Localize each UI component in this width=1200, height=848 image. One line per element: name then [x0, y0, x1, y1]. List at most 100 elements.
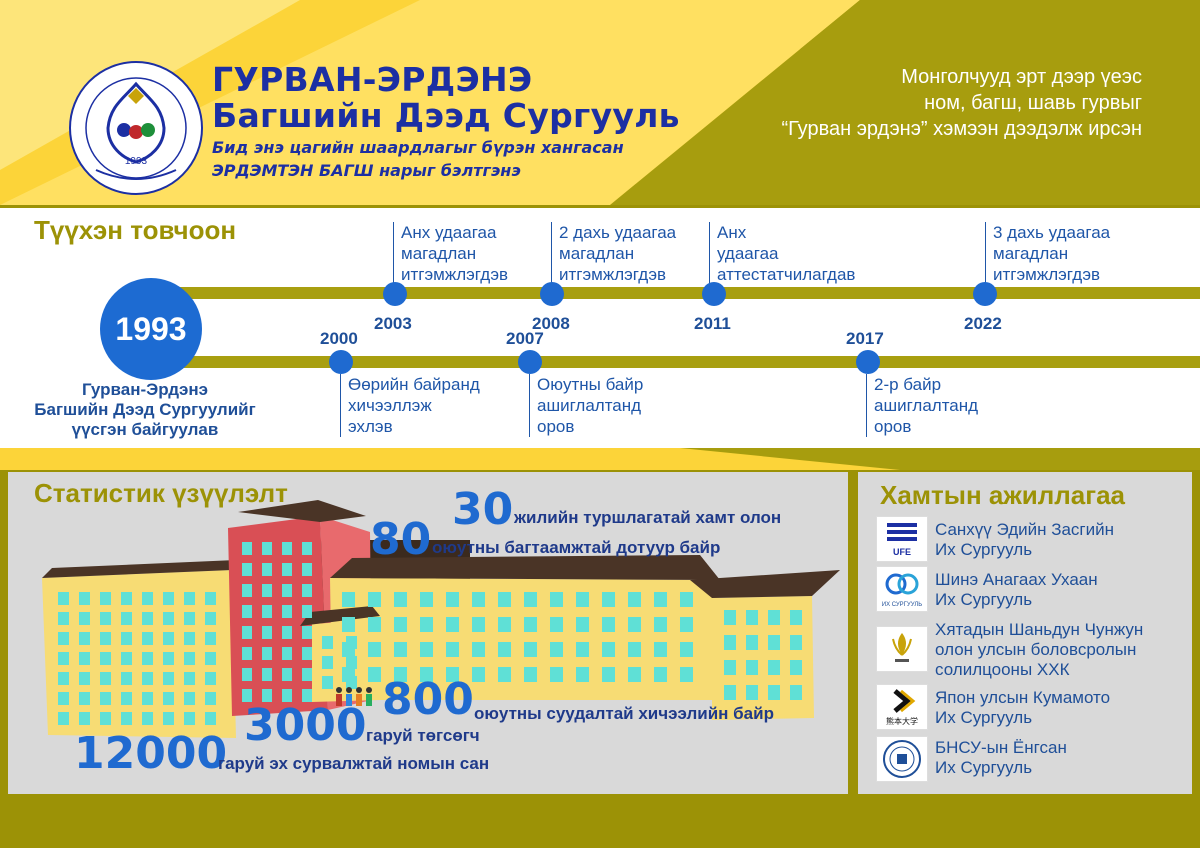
window	[79, 612, 90, 625]
window	[342, 592, 355, 607]
window	[524, 617, 537, 632]
window	[58, 632, 69, 645]
window	[121, 632, 132, 645]
stat-label-800: оюутны суудалтай хичээлийн байр	[474, 704, 774, 723]
window	[100, 592, 111, 605]
window	[262, 626, 272, 639]
window	[302, 542, 312, 555]
window	[768, 610, 780, 625]
window	[262, 584, 272, 597]
window	[184, 692, 195, 705]
window	[205, 652, 216, 665]
window	[472, 592, 485, 607]
stat-label-3000: гаруй төгсөгч	[366, 726, 480, 745]
window	[302, 689, 312, 702]
window	[100, 712, 111, 725]
window	[550, 592, 563, 607]
window	[262, 605, 272, 618]
partner-line: олон улсын боловсролын	[935, 640, 1137, 659]
window	[79, 632, 90, 645]
school-title: ГУРВАН-ЭРДЭНЭ Багшийн Дээд Сургууль	[212, 62, 680, 134]
window	[163, 652, 174, 665]
subtitle-line-1: Бид энэ цагийн шаардлагыг бүрэн хангасан	[212, 138, 624, 157]
window	[121, 712, 132, 725]
window	[680, 667, 693, 682]
window	[142, 692, 153, 705]
window	[79, 712, 90, 725]
window	[242, 584, 252, 597]
window	[282, 605, 292, 618]
window	[302, 626, 312, 639]
window	[498, 667, 511, 682]
window	[262, 647, 272, 660]
window	[100, 692, 111, 705]
window	[790, 635, 802, 650]
window	[550, 667, 563, 682]
partner-line: Япон улсын Кумамото	[935, 688, 1111, 707]
window	[58, 712, 69, 725]
event-2022-year: 2022	[964, 314, 1002, 333]
window	[524, 667, 537, 682]
event-line: Өөрийн байранд	[348, 375, 480, 394]
partner-shandong: Хятадын Шаньдун Чунжун олон улсын боловс…	[935, 620, 1143, 680]
event-2007-text: Оюутны байр ашиглалтанд оров	[529, 374, 643, 437]
medical-university-logo-icon: ИХ СУРГУУЛЬ	[876, 566, 928, 612]
window	[242, 689, 252, 702]
window	[790, 660, 802, 675]
partner-line: Хятадын Шаньдун Чунжун	[935, 620, 1144, 639]
window	[163, 612, 174, 625]
window	[680, 617, 693, 632]
window	[768, 635, 780, 650]
window	[100, 672, 111, 685]
window	[242, 563, 252, 576]
window	[121, 692, 132, 705]
shandong-logo-icon	[876, 626, 928, 672]
event-line: оров	[874, 417, 912, 436]
timeline-dot-2008	[540, 282, 564, 306]
partner-line: Их Сургууль	[935, 758, 1033, 777]
window	[446, 642, 459, 657]
window	[724, 635, 736, 650]
window	[768, 660, 780, 675]
window	[724, 610, 736, 625]
event-line: аттестатчилагдав	[717, 265, 856, 284]
window	[472, 642, 485, 657]
history-title: Түүхэн товчоон	[34, 215, 237, 245]
event-line: оров	[537, 417, 575, 436]
window	[628, 617, 641, 632]
window	[746, 610, 758, 625]
window	[79, 672, 90, 685]
window	[142, 632, 153, 645]
window	[524, 642, 537, 657]
window	[142, 712, 153, 725]
partner-line: Их Сургууль	[935, 590, 1033, 609]
header-quote: Монголчууд эрт дээр үеэс ном, багш, шавь…	[782, 64, 1142, 142]
event-2000-year: 2000	[320, 329, 358, 348]
event-line: Анх	[717, 223, 747, 242]
event-line: эхлэв	[348, 417, 393, 436]
event-2011-year: 2011	[694, 314, 731, 333]
ufe-logo-text: UFE	[893, 547, 911, 557]
window	[242, 668, 252, 681]
window	[322, 656, 333, 669]
window	[302, 563, 312, 576]
window	[100, 632, 111, 645]
window	[282, 689, 292, 702]
stat-number-80: 80	[370, 514, 432, 565]
window	[446, 667, 459, 682]
partner-line: БНСУ-ын Ёнгсан	[935, 738, 1067, 757]
window	[282, 584, 292, 597]
window	[142, 672, 153, 685]
window	[628, 592, 641, 607]
window	[79, 652, 90, 665]
window	[163, 712, 174, 725]
window	[394, 617, 407, 632]
window	[58, 692, 69, 705]
window	[420, 592, 433, 607]
partner-ufe: Санхүү Эдийн Засгийн Их Сургууль	[935, 520, 1114, 560]
stat-label-80: оюутны багтаамжтай дотуур байр	[432, 538, 721, 557]
window	[302, 668, 312, 681]
window	[242, 542, 252, 555]
window	[282, 542, 292, 555]
founding-year-circle: 1993	[100, 278, 202, 380]
